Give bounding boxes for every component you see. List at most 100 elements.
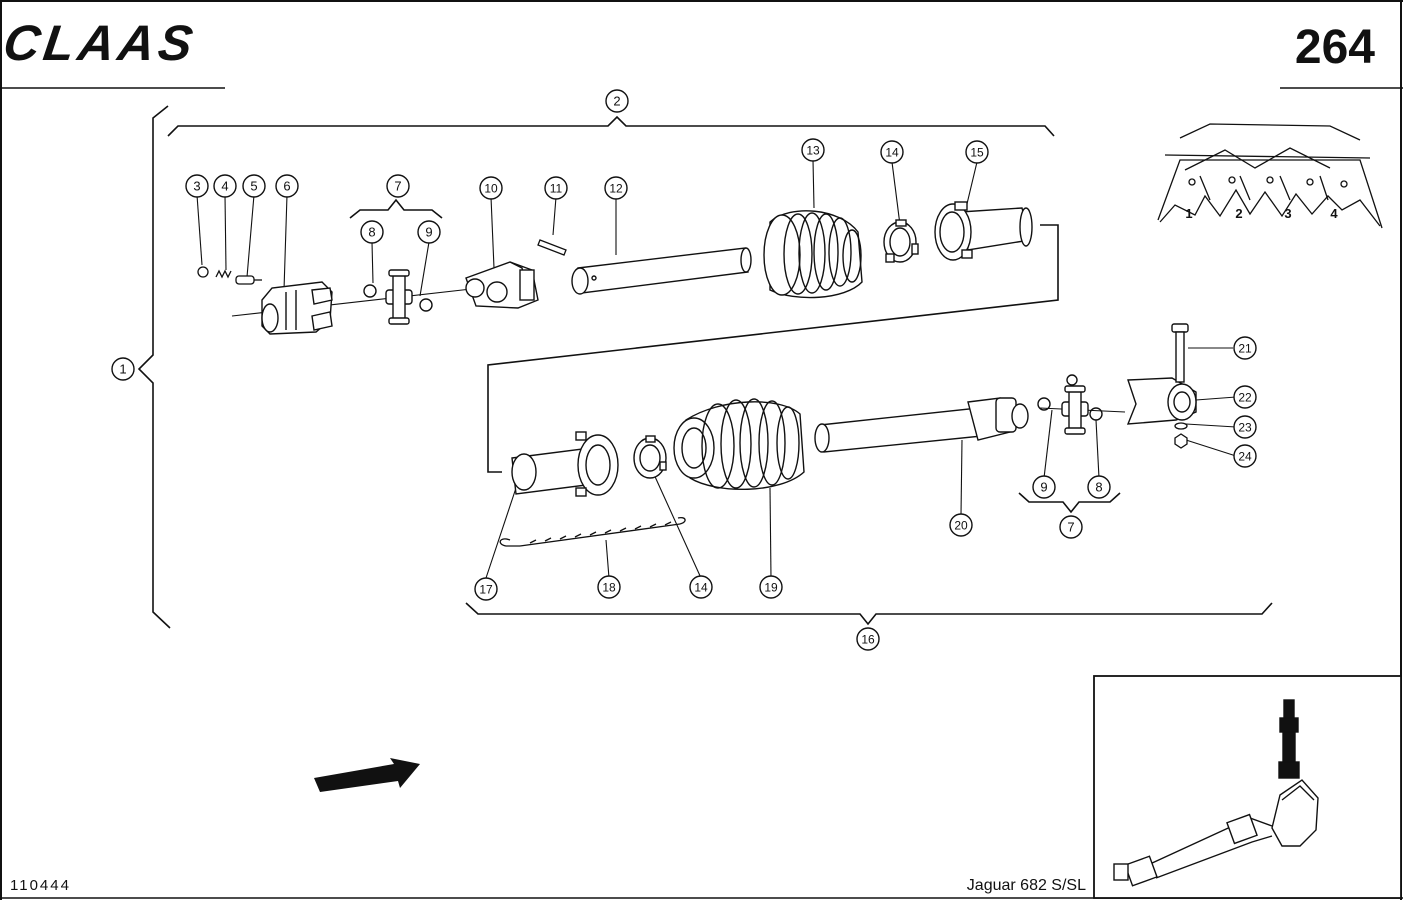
brand-logo: CLAAS [0,15,200,71]
callout-3: 3 [185,174,209,198]
callout-11: 11 [544,176,568,200]
callout-label: 1 [119,362,126,377]
callout-circle [604,176,628,200]
callout-4: 4 [213,174,237,198]
thumbnail-row-label: 1 [1185,206,1192,221]
callout-label: 24 [1238,450,1252,464]
callout-8: 8 [1087,475,1111,499]
callout-label: 13 [806,144,820,158]
callout-label: 4 [221,179,228,194]
assembly-brackets [137,105,1273,629]
callout-circle [111,357,135,381]
callout-label: 17 [479,583,493,597]
callout-circle [1059,515,1083,539]
thumbnail-header-machine [1157,123,1383,229]
callout-circle [1233,385,1257,409]
part-yoke-front [261,281,333,335]
thumbnail-row-label: 2 [1235,206,1242,221]
callout-label: 12 [609,182,623,196]
callout-circle [242,174,266,198]
callout-12: 12 [604,176,628,200]
part-spring-pin [537,239,567,256]
callout-16: 16 [856,627,880,651]
callout-label: 9 [1040,480,1047,495]
callout-20: 20 [949,513,973,537]
callout-label: 20 [954,519,968,533]
part-outer-tube-shield [934,201,1033,261]
callout-circle [689,575,713,599]
part-universal-joint-cross-top [385,269,413,325]
part-inner-yoke [465,261,539,309]
callout-circle [597,575,621,599]
callout-19: 19 [759,575,783,599]
callout-circle [605,89,629,113]
callout-9: 9 [1032,475,1056,499]
callout-label: 11 [550,182,563,196]
callout-label: 14 [885,146,899,160]
thumbnail-row-label: 4 [1330,206,1338,221]
callout-circle [949,513,973,537]
part-protective-bellows-lower [673,398,805,490]
part-circlip-left [363,284,377,298]
callout-circle [801,138,825,162]
callout-15: 15 [965,140,989,164]
callout-label: 21 [1238,342,1252,356]
part-washer [1174,422,1188,430]
callout-6: 6 [275,174,299,198]
callout-circle [1087,475,1111,499]
callout-label: 14 [694,581,708,595]
part-yoke-rear [1126,377,1197,425]
callout-label: 18 [602,581,616,595]
part-safety-chain [499,516,686,547]
part-protective-bellows-top [763,210,863,299]
part-grease-nipple [197,266,209,278]
part-bearing-ring-lower [633,435,667,479]
callout-label: 8 [368,225,375,240]
callout-circle [544,176,568,200]
callout-label: 2 [613,94,620,109]
callout-circle [474,577,498,601]
callout-label: 16 [861,633,875,647]
leader-lines [196,159,1237,579]
callout-22: 22 [1233,385,1257,409]
callout-21: 21 [1233,336,1257,360]
callout-7: 7 [386,174,410,198]
callout-circle [1233,336,1257,360]
part-universal-joint-cross-lower [1037,374,1103,435]
part-inner-tube [571,247,752,295]
callout-circle [213,174,237,198]
callout-14: 14 [880,140,904,164]
callout-13: 13 [801,138,825,162]
part-nut [1174,433,1188,449]
callout-10: 10 [479,176,503,200]
part-pin [235,275,262,285]
direction-arrow [314,758,420,792]
callout-circle [965,140,989,164]
callout-circle [1233,444,1257,468]
callout-label: 6 [283,179,290,194]
callout-2: 2 [605,89,629,113]
callout-18: 18 [597,575,621,599]
callout-circle [880,140,904,164]
part-outer-tube-lower [814,397,1029,453]
callout-label: 3 [193,179,200,194]
callout-23: 23 [1233,415,1257,439]
page-number: 264 [1295,21,1375,74]
callout-circle [479,176,503,200]
callout-circle [759,575,783,599]
callout-label: 7 [394,179,401,194]
callout-1: 1 [111,357,135,381]
part-spring [215,269,232,279]
callout-circle [386,174,410,198]
callout-circle [417,220,441,244]
callout-label: 10 [484,182,498,196]
callout-label: 15 [970,146,984,160]
callout-8: 8 [360,220,384,244]
part-bearing-ring-top [883,219,919,263]
callout-circle [1032,475,1056,499]
callout-24: 24 [1233,444,1257,468]
part-circlip-right [419,298,433,312]
